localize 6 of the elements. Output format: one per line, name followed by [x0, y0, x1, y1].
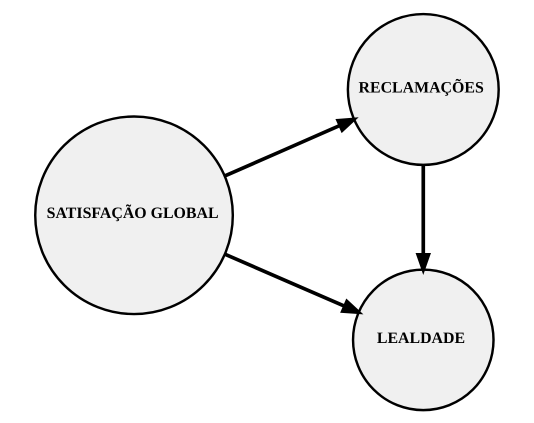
- node-circle: RECLAMAÇÕES: [346, 12, 500, 166]
- node-circle: SATISFAÇÃO GLOBAL: [34, 114, 234, 315]
- node-circle: LEALDADE: [352, 268, 495, 411]
- arrow: [416, 164, 431, 274]
- arrow: [224, 252, 364, 314]
- arrow: [224, 116, 359, 178]
